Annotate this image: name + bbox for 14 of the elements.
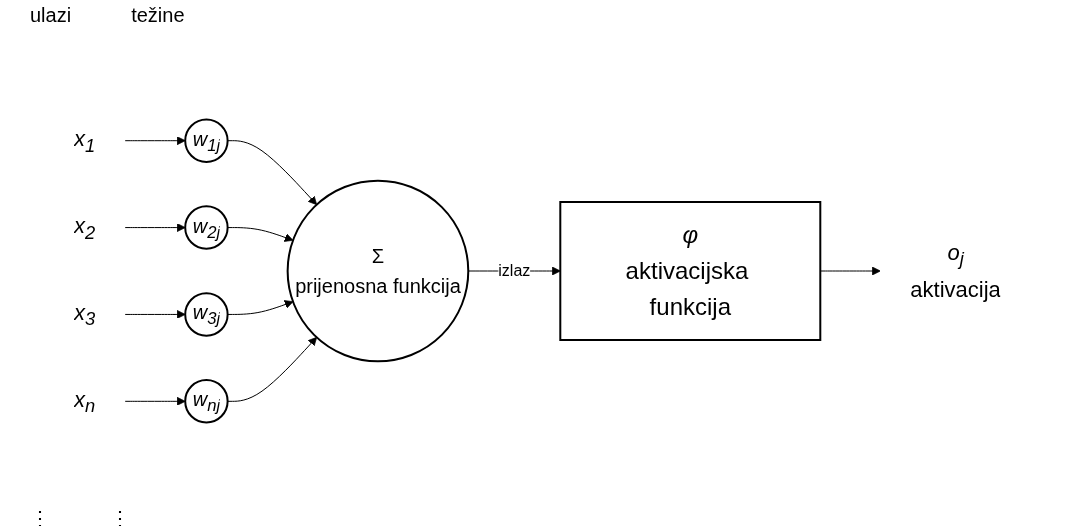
ellipsis-mark: ⋮ [110,506,130,526]
column-heading: ulazi [30,4,72,28]
node-circle: w$_{1j}$ [183,118,229,163]
edge-label: izlaz [497,262,530,279]
node-circle: w$_{2j}$ [183,205,229,250]
node-circle: w$_{3j}$ [183,292,229,337]
node-label: aktivacija [909,276,1001,302]
node-circle: Σ prijenosna funkcija [286,179,469,363]
node-circle: w$_{nj}$ [183,379,229,424]
arrow [819,266,881,276]
node-text: o$_{j}$ [946,240,964,270]
node-box: φ aktivacijska funkcija [558,201,821,341]
ellipsis-mark: ⋮ [30,506,50,526]
column-heading: težine [131,4,185,28]
